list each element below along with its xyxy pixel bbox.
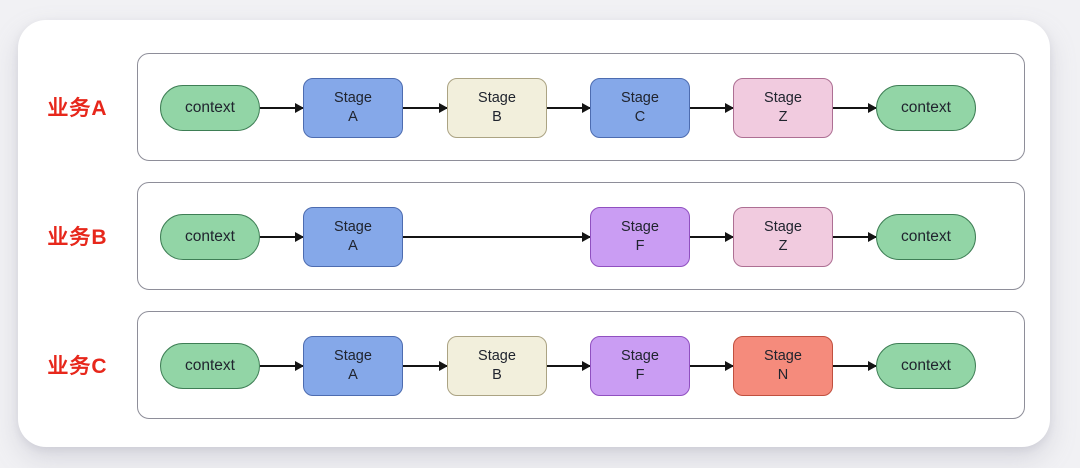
context-node: context xyxy=(160,343,260,389)
stage-node-c: Stage C xyxy=(590,78,690,138)
context-node: context xyxy=(876,214,976,260)
stage-letter: B xyxy=(492,367,502,383)
pipeline-row-c: 业务C context Stage A Stage B Stage F Stag xyxy=(18,311,1050,419)
pipeline-lane-b: context Stage A Stage F Stage Z context xyxy=(137,182,1025,290)
stage-label: Stage xyxy=(764,219,802,235)
stage-letter: A xyxy=(348,109,358,125)
stage-label: Stage xyxy=(334,90,372,106)
row-label-b: 业务B xyxy=(47,226,108,249)
context-node: context xyxy=(160,85,260,131)
stage-node-b: Stage B xyxy=(447,336,547,396)
stage-label: Stage xyxy=(478,90,516,106)
stage-label: Stage xyxy=(764,348,802,364)
stage-label: Stage xyxy=(621,348,659,364)
stage-node-a: Stage A xyxy=(303,207,403,267)
flow-arrow-icon xyxy=(403,232,591,241)
stage-node-n: Stage N xyxy=(733,336,833,396)
stage-letter: F xyxy=(635,238,645,254)
context-label: context xyxy=(185,357,235,374)
flow-arrow-icon xyxy=(403,361,448,370)
context-node: context xyxy=(876,85,976,131)
context-label: context xyxy=(185,228,235,245)
row-label-a: 业务A xyxy=(47,97,108,120)
stage-letter: F xyxy=(635,367,645,383)
flow-arrow-icon xyxy=(260,103,304,112)
context-node: context xyxy=(876,343,976,389)
stage-letter: B xyxy=(492,109,502,125)
stage-node-z: Stage Z xyxy=(733,207,833,267)
stage-letter: N xyxy=(777,367,789,383)
flow-arrow-icon xyxy=(547,103,591,112)
flow-arrow-icon xyxy=(833,232,877,241)
flow-arrow-icon xyxy=(690,232,734,241)
stage-node-z: Stage Z xyxy=(733,78,833,138)
flow-arrow-icon xyxy=(403,103,448,112)
flow-arrow-icon xyxy=(690,361,734,370)
context-label: context xyxy=(185,99,235,116)
flow-arrow-icon xyxy=(833,103,877,112)
stage-label: Stage xyxy=(621,90,659,106)
stage-label: Stage xyxy=(334,348,372,364)
stage-node-f: Stage F xyxy=(590,207,690,267)
diagram-card: 业务A context Stage A Stage B Stage C Stag xyxy=(18,20,1050,447)
pipeline-lane-a: context Stage A Stage B Stage C Stage Z xyxy=(137,53,1025,161)
context-label: context xyxy=(901,357,951,374)
stage-letter: A xyxy=(348,238,358,254)
stage-node-f: Stage F xyxy=(590,336,690,396)
row-label-c: 业务C xyxy=(47,355,108,378)
stage-label: Stage xyxy=(621,219,659,235)
stage-letter: Z xyxy=(778,238,788,254)
flow-arrow-icon xyxy=(547,361,591,370)
context-label: context xyxy=(901,99,951,116)
stage-node-a: Stage A xyxy=(303,336,403,396)
stage-letter: A xyxy=(348,367,358,383)
stage-node-a: Stage A xyxy=(303,78,403,138)
context-label: context xyxy=(901,228,951,245)
flow-arrow-icon xyxy=(833,361,877,370)
flow-arrow-icon xyxy=(690,103,734,112)
stage-label: Stage xyxy=(764,90,802,106)
stage-label: Stage xyxy=(478,348,516,364)
flow-arrow-icon xyxy=(260,232,304,241)
stage-label: Stage xyxy=(334,219,372,235)
stage-letter: C xyxy=(634,109,646,125)
pipeline-row-a: 业务A context Stage A Stage B Stage C Stag xyxy=(18,53,1050,161)
stage-letter: Z xyxy=(778,109,788,125)
stage-node-b: Stage B xyxy=(447,78,547,138)
context-node: context xyxy=(160,214,260,260)
pipeline-row-b: 业务B context Stage A Stage F Stage Z cont xyxy=(18,182,1050,290)
flow-arrow-icon xyxy=(260,361,304,370)
pipeline-lane-c: context Stage A Stage B Stage F Stage N xyxy=(137,311,1025,419)
